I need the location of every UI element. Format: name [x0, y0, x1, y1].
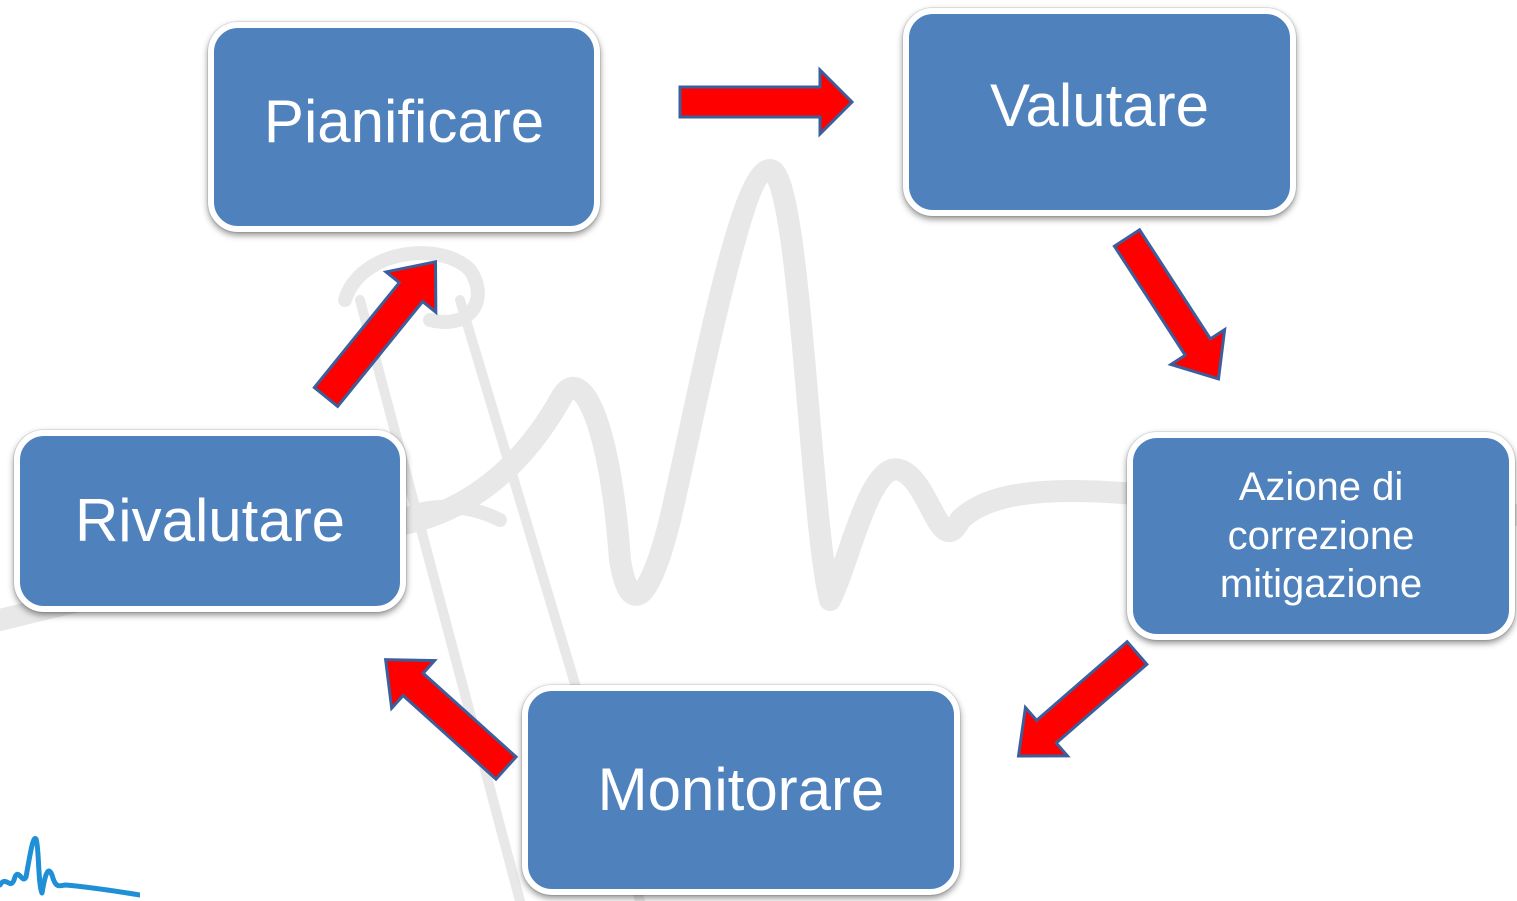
step-label-monitor: Monitorare	[597, 756, 885, 823]
step-label-reval: Rivalutare	[74, 487, 346, 554]
arrow-reval-to-plan	[312, 259, 438, 409]
arrow-action-to-monitor	[1016, 639, 1149, 758]
arrow-eval-to-action	[1112, 227, 1227, 381]
step-label-action: Azione di correzione mitigazione	[1219, 464, 1423, 607]
step-box-reval: Rivalutare	[14, 430, 406, 612]
step-box-eval: Valutare	[903, 8, 1296, 216]
step-label-plan: Pianificare	[263, 88, 545, 155]
step-box-action: Azione di correzione mitigazione	[1127, 432, 1515, 640]
arrow-plan-to-eval	[678, 66, 855, 138]
heartbeat-logo-icon	[0, 836, 140, 898]
step-box-plan: Pianificare	[208, 22, 600, 232]
arrow-monitor-to-reval	[383, 658, 519, 782]
step-label-eval: Valutare	[989, 72, 1210, 139]
step-box-monitor: Monitorare	[522, 685, 960, 895]
